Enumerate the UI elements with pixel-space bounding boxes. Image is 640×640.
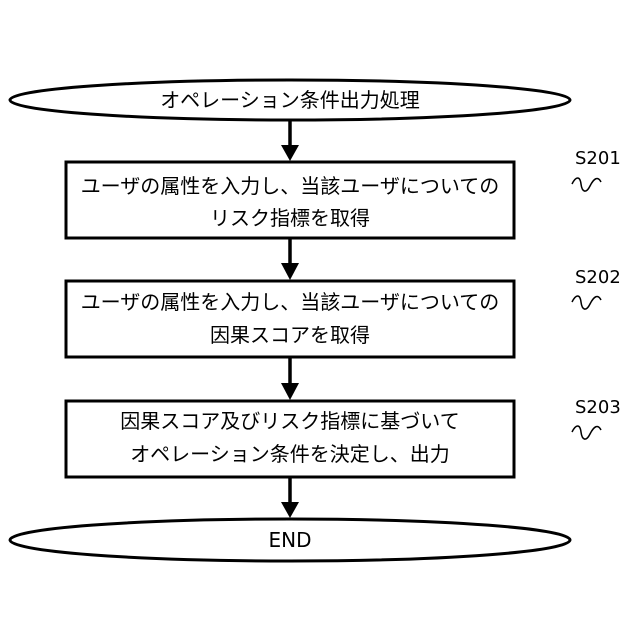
process-s201-line-1: ユーザの属性を入力し、当該ユーザについての: [81, 174, 500, 198]
step-label-s203: S203: [575, 397, 621, 418]
step-s201-leader: [572, 178, 601, 191]
process-s202-line-1: ユーザの属性を入力し、当該ユーザについての: [81, 290, 500, 314]
end-terminator: END: [10, 519, 570, 561]
process-s202-line-2: 因果スコアを取得: [210, 323, 370, 347]
end-label: END: [269, 528, 312, 552]
step-label-s202: S202: [575, 267, 621, 288]
arrow-s202-to-s203: [281, 357, 299, 400]
start-label: オペレーション条件出力処理: [160, 88, 420, 112]
arrow-start-to-s201: [281, 120, 299, 161]
process-box-s203: 因果スコア及びリスク指標に基づいて オペレーション条件を決定し、出力: [66, 401, 514, 477]
step-label-s201: S201: [575, 148, 621, 169]
step-s203-leader: [572, 426, 601, 439]
arrow-s201-to-s202: [281, 238, 299, 280]
start-terminator: オペレーション条件出力処理: [10, 80, 570, 120]
process-s203-line-1: 因果スコア及びリスク指標に基づいて: [120, 409, 459, 433]
process-s201-line-2: リスク指標を取得: [210, 206, 370, 230]
arrow-s203-to-end: [281, 477, 299, 518]
step-s202-leader: [572, 296, 601, 309]
process-box-s202: ユーザの属性を入力し、当該ユーザについての 因果スコアを取得: [66, 281, 514, 357]
process-s203-line-2: オペレーション条件を決定し、出力: [130, 442, 450, 466]
process-box-s201: ユーザの属性を入力し、当該ユーザについての リスク指標を取得: [66, 162, 514, 238]
